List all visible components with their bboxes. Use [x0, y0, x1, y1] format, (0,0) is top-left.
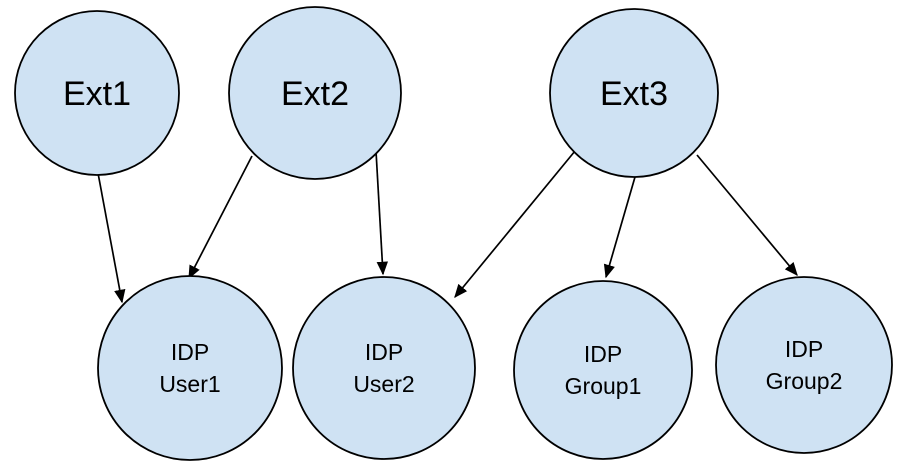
edge-arrow-ext3-to-group1: [603, 176, 636, 279]
edges-layer: [97, 150, 798, 304]
node-label-line: Ext1: [63, 75, 131, 113]
node-circle-ext2: [228, 6, 402, 180]
node-ext3: Ext3: [549, 8, 719, 178]
node-label-line: Ext3: [600, 75, 668, 113]
node-label-ext2: Ext2: [281, 75, 349, 113]
node-label-group2: IDP Group2: [766, 336, 843, 394]
node-group1: IDP Group1: [513, 280, 693, 460]
edge-arrow-ext1-to-user1: [97, 172, 126, 304]
node-circle-ext1: [14, 10, 180, 176]
node-label-line: Ext2: [281, 75, 349, 113]
node-user1: IDP User1: [97, 275, 283, 461]
node-label-line: IDP: [584, 341, 622, 367]
node-label-ext3: Ext3: [600, 75, 668, 113]
node-label-user2: IDP User2: [353, 339, 414, 397]
node-circle-group2: [715, 276, 893, 454]
node-ext1: Ext1: [14, 10, 180, 176]
node-circle-ext3: [549, 8, 719, 178]
node-label-line: Group2: [766, 368, 843, 394]
node-label-ext1: Ext1: [63, 75, 131, 113]
node-user2: IDP User2: [292, 276, 476, 460]
edge-arrow-ext2-to-user2: [375, 150, 389, 276]
node-group2: IDP Group2: [715, 276, 893, 454]
node-label-line: IDP: [365, 339, 403, 365]
edge-arrow-ext2-to-user1: [188, 155, 253, 280]
node-label-line: Group1: [565, 373, 642, 399]
node-label-line: IDP: [785, 336, 823, 362]
node-circle-user2: [292, 276, 476, 460]
node-label-line: IDP: [171, 339, 209, 365]
node-ext2: Ext2: [228, 6, 402, 180]
node-circle-group1: [513, 280, 693, 460]
edge-arrow-ext3-to-group2: [696, 154, 798, 277]
node-label-group1: IDP Group1: [565, 341, 642, 399]
node-label-line: User1: [159, 371, 220, 397]
node-circle-user1: [97, 275, 283, 461]
edge-arrow-ext3-to-user2: [454, 150, 576, 299]
node-label-user1: IDP User1: [159, 339, 220, 397]
node-label-line: User2: [353, 371, 414, 397]
